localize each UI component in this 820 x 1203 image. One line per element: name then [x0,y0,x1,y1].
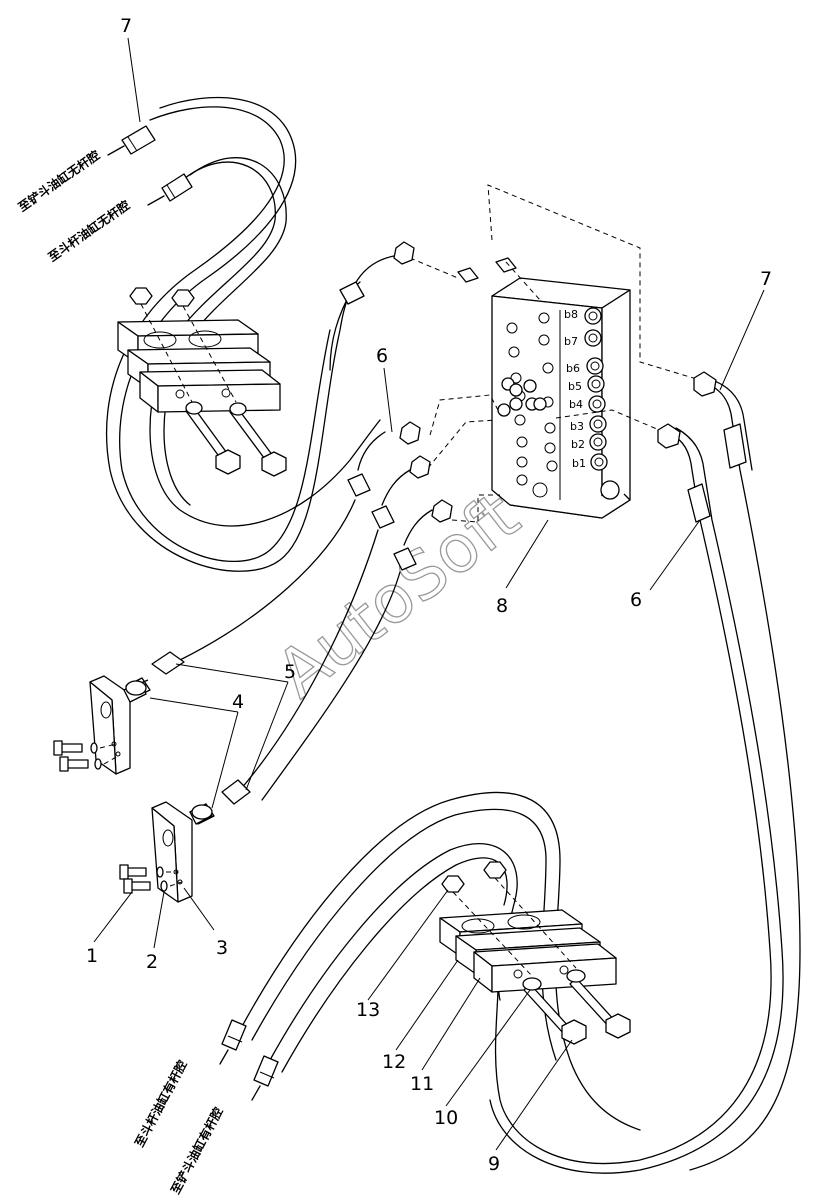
hose-fitting-lower-1 [219,1019,247,1065]
callout-4: 4 [232,691,244,713]
callout-6-middle: 6 [376,345,388,367]
hose-label-bucket-rodless-top: 至铲斗油缸无杆腔 [15,147,102,214]
nut-lower-1 [441,875,465,893]
hose-fitting-lower-2 [251,1055,279,1101]
callout-numbers: 7 6 8 7 6 5 4 3 1 2 13 12 11 10 9 [86,15,772,1175]
hose-label-arm-rod-bottom: 至斗杆油缸有杆腔 [131,1058,189,1150]
callout-11: 11 [410,1073,434,1095]
callout-7-right: 7 [760,268,772,290]
hose-label-arm-rodless-top: 至斗杆油缸无杆腔 [45,197,132,264]
port-label-group: b8 b7 b6 b5 b4 b3 b2 b1 [564,308,586,470]
callout-6-right: 6 [630,589,642,611]
callout-1: 1 [86,945,98,967]
nut-upper-2 [171,289,195,307]
front-ports [497,312,620,500]
bolt-head-upper-1 [215,449,241,475]
lower-clamp-assembly [439,861,631,1045]
callout-leaders [93,37,765,1151]
callout-13: 13 [356,999,380,1021]
callout-10: 10 [434,1107,458,1129]
callout-5: 5 [284,661,296,683]
callout-9: 9 [488,1153,500,1175]
port-label-b2: b2 [571,438,585,451]
callout-2: 2 [146,951,158,973]
hose-fitting-7-upper [107,125,156,156]
screws-upper [53,740,119,772]
port-label-b5: b5 [568,380,582,393]
port-label-b7: b7 [564,335,578,348]
bolt-head-lower-2 [605,1013,631,1039]
bolt-head-upper-2 [261,451,287,477]
upper-clamp-assembly [117,287,287,477]
bolt-head-lower-1 [561,1019,587,1045]
middle-left-hoses [179,241,453,801]
port-label-b4: b4 [569,398,583,411]
callout-7-top: 7 [120,15,132,37]
hose-fitting-upper-2 [147,173,193,206]
port-label-b3: b3 [570,420,584,433]
hose-label-bucket-rod-bottom: 至铲斗油缸有杆腔 [167,1105,225,1197]
callout-12: 12 [382,1051,406,1073]
port-label-b8: b8 [564,308,578,321]
nut-upper-1 [129,287,153,305]
callout-8: 8 [496,595,508,617]
watermark: AutoSoft [262,477,533,712]
callout-3: 3 [216,937,228,959]
nut-lower-2 [483,861,507,879]
adapter-fittings [123,651,251,825]
port-fittings [584,307,608,471]
dashed-connection-lines [409,184,701,523]
plug-fittings [457,257,517,283]
screws-lower [119,864,183,894]
port-label-b6: b6 [566,362,580,375]
right-side-hoses [489,371,801,1174]
port-label-b1: b1 [572,457,586,470]
